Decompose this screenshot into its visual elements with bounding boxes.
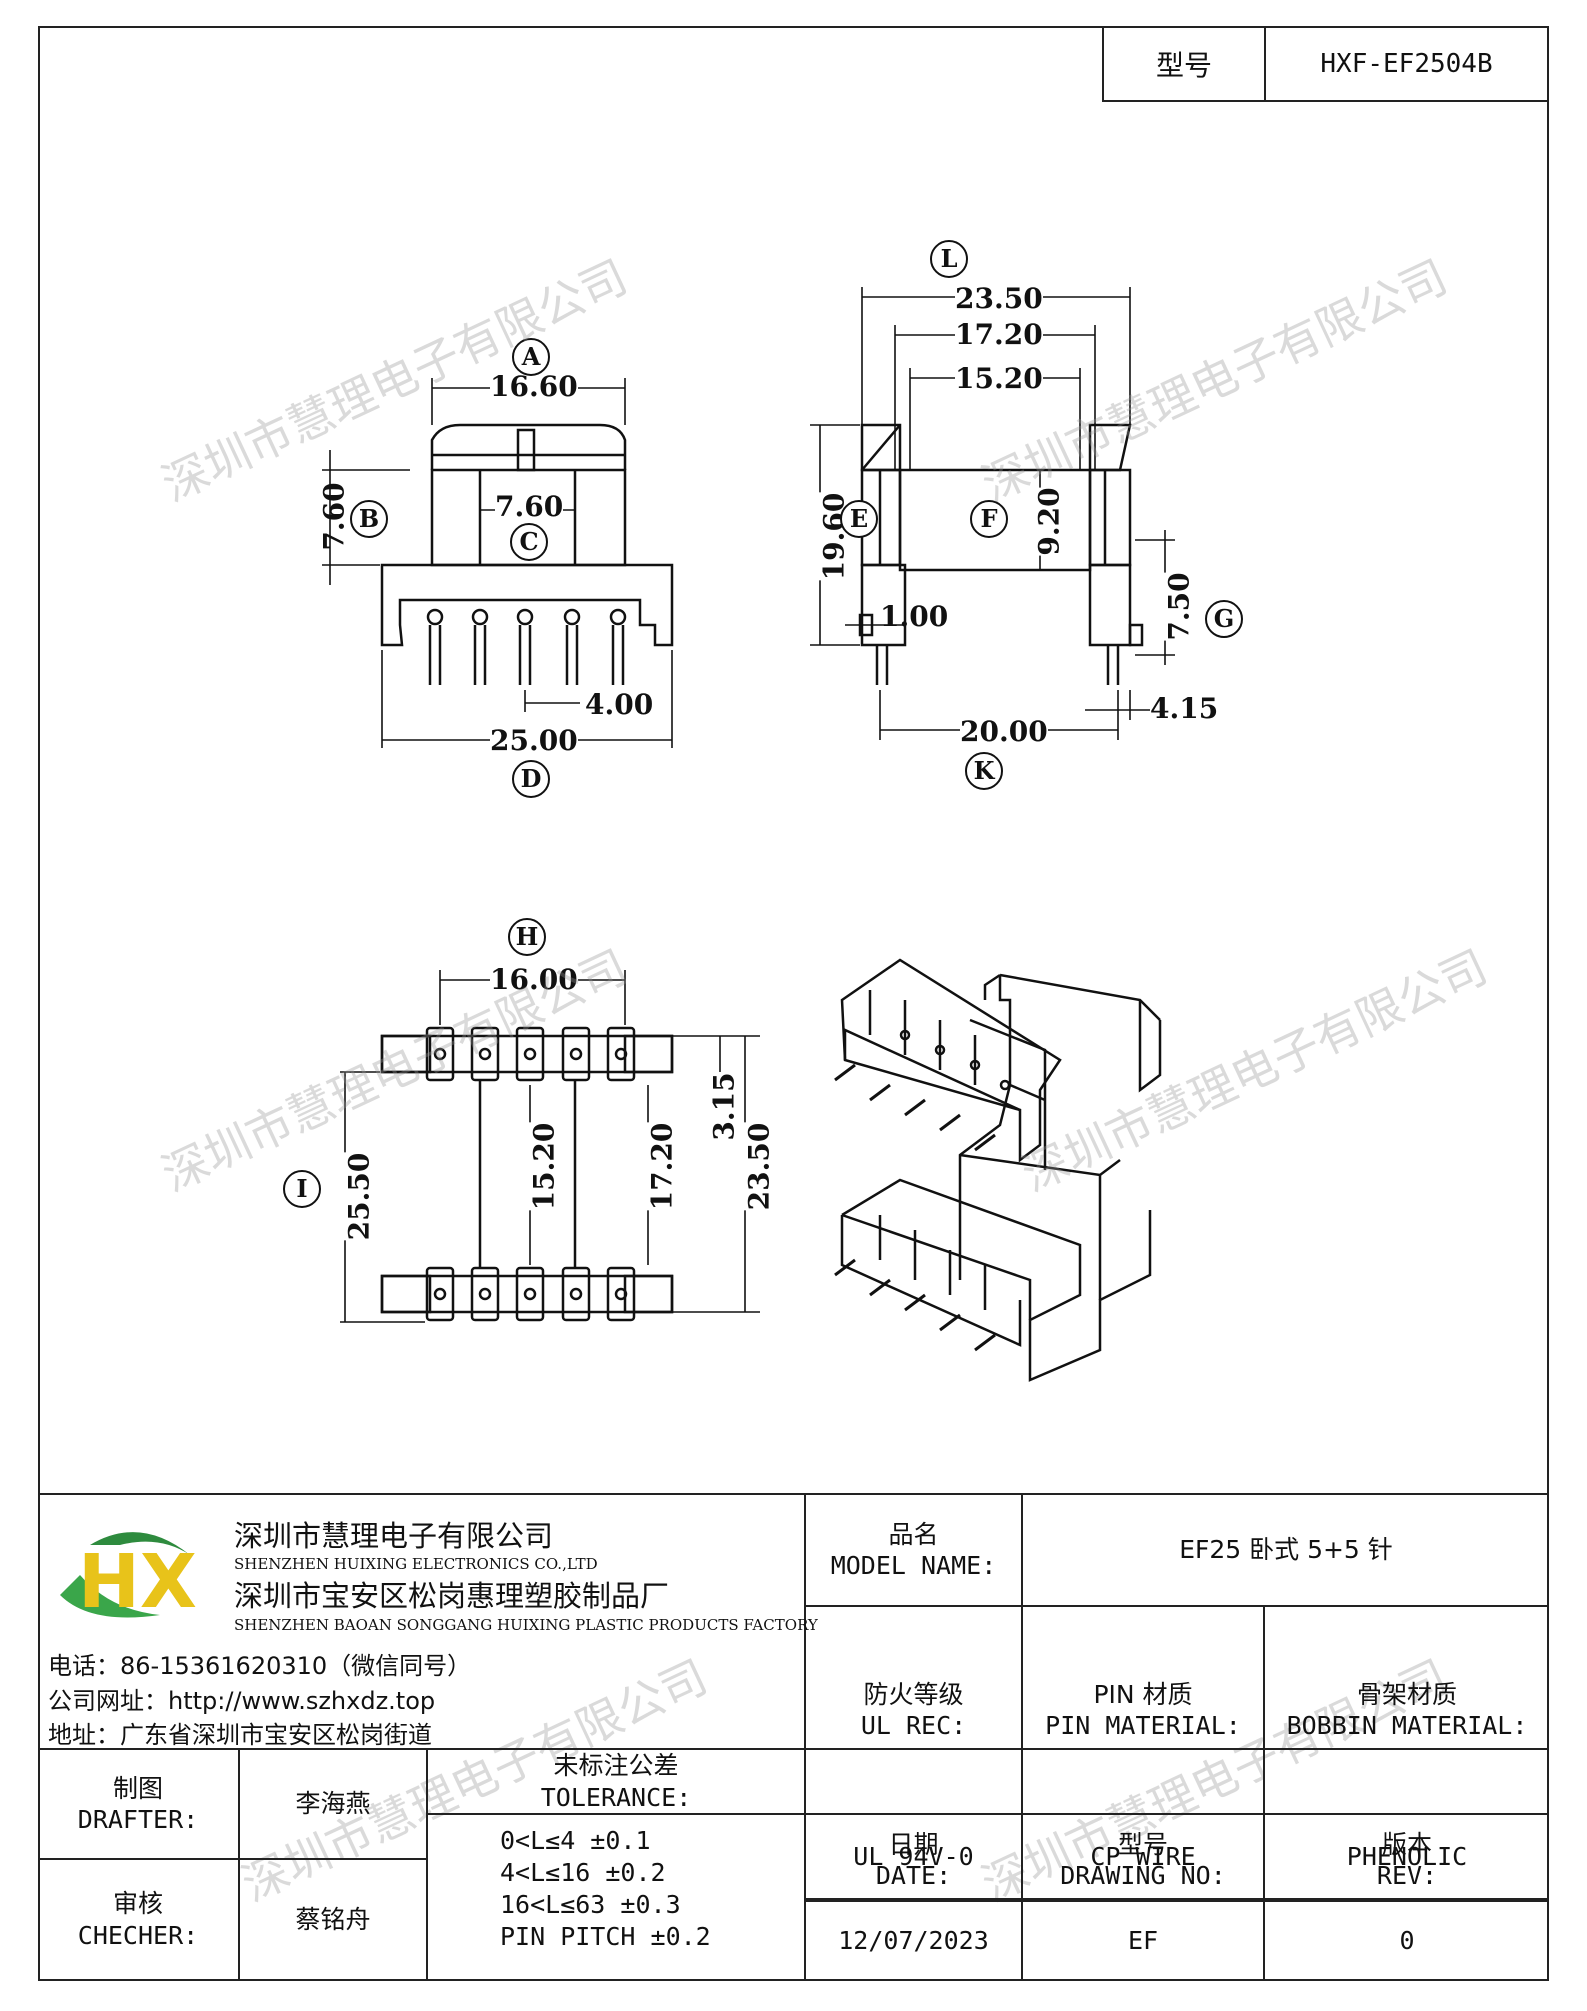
label-c: C [510,523,548,561]
drawing-no-value: EF [1127,1926,1159,1956]
company-phone: 电话：86-15361620310（微信同号） [48,1652,472,1680]
dim-d3-value: 3.15 [707,1072,741,1141]
dim-i-value: 25.50 [342,1152,376,1241]
dim-d4-value: 23.50 [742,1122,776,1211]
dim-h-value: 16.00 [490,963,578,996]
company-name-cn: 深圳市慧理电子有限公司 [234,1519,554,1553]
pin-material-label: PIN 材质 PIN MATERIAL: [1045,1679,1241,1740]
label-l: L [930,240,968,278]
drawing-frame [38,26,1549,1981]
label-f: F [970,500,1008,538]
checker-value: 蔡铭舟 [295,1904,371,1934]
label-g: G [1205,600,1243,638]
dim-w1-value: 17.20 [955,318,1043,351]
company-address: 地址：广东省深圳市宝安区松岗街道 [48,1721,432,1749]
label-e: E [840,500,878,538]
part-number-value: HXF-EF2504B [1320,49,1493,79]
part-number-label: 型号 [1104,28,1266,100]
drafter-value: 李海燕 [295,1789,371,1819]
ul-rec-value: UL 94V-0 [853,1841,974,1871]
dim-pitch-value: 4.00 [585,688,654,721]
dim-t1-value: 1.00 [880,600,949,633]
factory-name-cn: 深圳市宝安区松岗惠理塑胶制品厂 [234,1579,670,1613]
dim-f-value: 9.20 [1032,487,1066,556]
label-k: K [965,752,1003,790]
model-name-label: 品名 MODEL NAME: [830,1519,997,1580]
bobbin-material-label: 骨架材质 BOBBIN MATERIAL: [1286,1679,1528,1740]
model-name-value: EF25 卧式 5+5 针 [1179,1535,1393,1565]
label-a: A [512,338,550,376]
dim-b-value: 7.60 [317,482,351,551]
tolerance-label: 未标注公差 TOLERANCE: [540,1751,692,1812]
label-b: B [350,500,388,538]
label-h: H [508,918,546,956]
company-name-en: SHENZHEN HUIXING ELECTRONICS CO.,LTD [234,1555,598,1573]
date-value: 12/07/2023 [838,1926,989,1956]
dim-c-value: 7.60 [495,490,564,523]
front-pins [426,608,627,685]
drafter-label: 制图 DRAFTER: [77,1773,199,1834]
part-number-box: 型号 HXF-EF2504B [1102,26,1549,102]
dim-d2-value: 17.20 [645,1122,679,1211]
bobbin-material-value: PHENOLIC [1346,1841,1468,1871]
title-block: HX 深圳市慧理电子有限公司 SHENZHEN HUIXING ELECTRON… [38,1493,1549,1981]
date-label: 日期 DATE: [875,1829,952,1890]
dim-d1-value: 15.20 [527,1122,561,1211]
rev-value: 0 [1399,1926,1415,1956]
pin-material-value: CP WIRE [1090,1841,1196,1871]
factory-name-en: SHENZHEN BAOAN SONGGANG HUIXING PLASTIC … [234,1616,818,1634]
ul-rec-label: 防火等级 UL REC: [860,1679,967,1740]
bottom-view [340,970,760,1323]
label-i: I [283,1170,321,1208]
isometric-view [834,958,1162,1382]
logo-text: HX [78,1539,197,1625]
company-website[interactable]: 公司网址：http://www.szhxdz.top [48,1687,436,1715]
title-block-lower: 制图 DRAFTER: 李海燕 审核 CHECHER: 蔡铭舟 未标注公差 TO… [38,1493,1549,1981]
dim-k-value: 20.00 [960,715,1048,748]
dim-t2-value: 4.15 [1150,692,1219,725]
checker-label: 审核 CHECHER: [77,1889,199,1950]
dim-w2-value: 15.20 [955,362,1043,395]
label-d: D [512,760,550,798]
company-logo-icon: HX [60,1532,197,1625]
dim-d-value: 25.00 [490,724,578,757]
tolerance-values: 0<L≤4 ±0.1 4<L≤16 ±0.2 16<L≤63 ±0.3 PIN … [500,1826,711,1951]
rev-label: 版本 REV: [1376,1829,1438,1890]
drawing-no-label: 型号 DRAWING NO: [1060,1829,1226,1890]
dim-g-value: 7.50 [1162,572,1196,641]
dim-l-value: 23.50 [955,282,1043,315]
